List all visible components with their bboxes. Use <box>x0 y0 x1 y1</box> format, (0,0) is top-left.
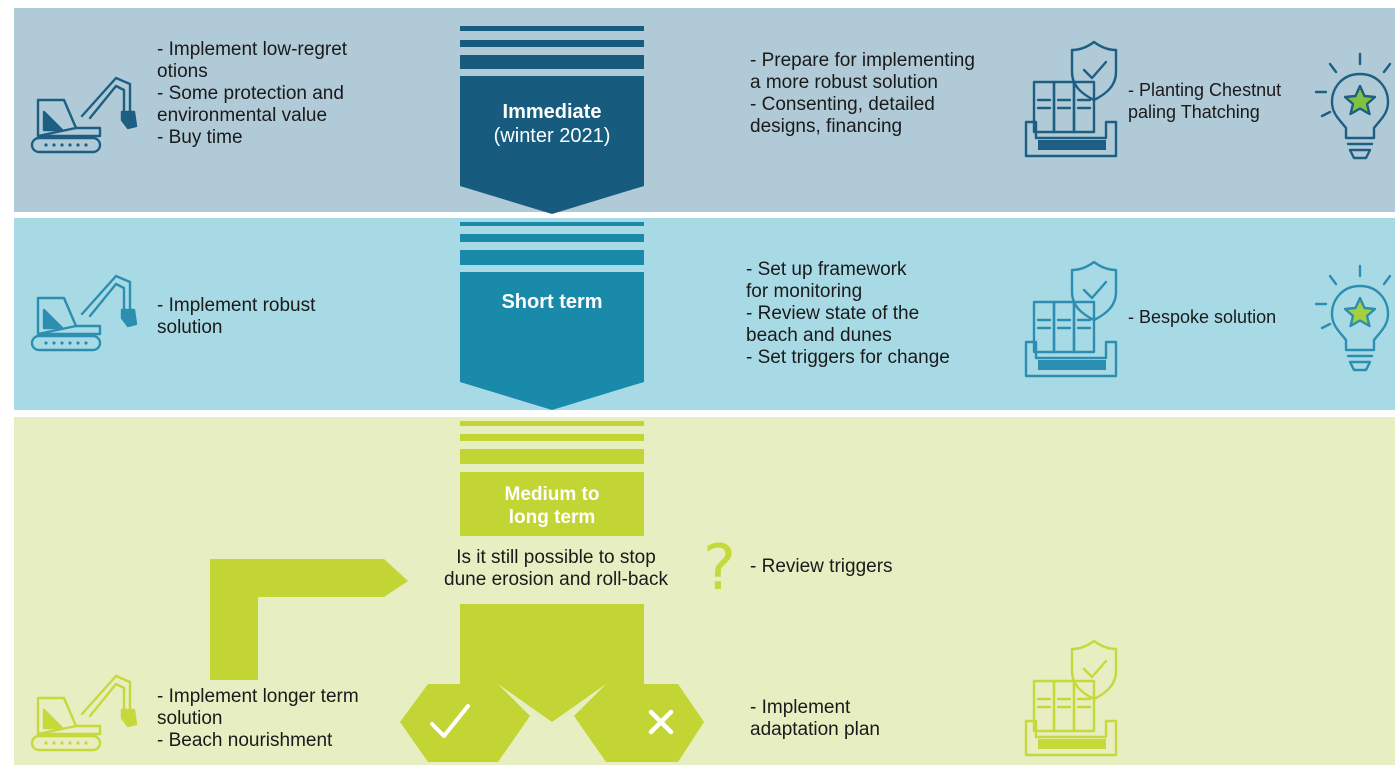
stage-title-short-term: Short term <box>460 290 644 314</box>
band-immediate <box>14 8 1395 212</box>
excavator-icon <box>30 274 138 352</box>
stage-title-immediate-label: Immediate <box>502 101 602 123</box>
stage-title-short-term-label: Short term <box>501 291 603 313</box>
stage-subtitle-immediate: (winter 2021) <box>493 125 611 147</box>
short-planning-text: - Set up framework for monitoring - Revi… <box>746 259 950 368</box>
shield-files-tray-icon <box>1024 40 1118 158</box>
yes-actions-text: - Implement longer term solution - Beach… <box>157 686 359 751</box>
lightbulb-star-icon <box>1314 52 1392 160</box>
decision-question: Is it still possible to stop dune erosio… <box>444 547 668 590</box>
branch-arrow-left <box>210 559 408 680</box>
short-ideas-text: - Bespoke solution <box>1128 307 1277 327</box>
lightbulb-star-icon <box>1314 264 1392 372</box>
shield-files-tray-icon <box>1024 260 1118 378</box>
stage-title-medium-long-term: Medium to long term <box>504 484 600 528</box>
band-short-term <box>14 218 1395 410</box>
excavator-icon <box>30 674 138 752</box>
question-mark: ? <box>703 531 736 604</box>
stage-title-immediate: Immediate (winter 2021) <box>460 100 644 148</box>
yes-hexagon <box>400 684 530 762</box>
excavator-icon <box>30 76 138 154</box>
short-actions-text: - Implement robust solution <box>157 295 316 338</box>
arrow-immediate <box>460 26 644 214</box>
immediate-ideas-text: - Planting Chestnut paling Thatching <box>1128 80 1282 122</box>
cross-icon <box>648 709 674 735</box>
arrow-medium-long-term <box>460 421 644 722</box>
review-triggers-text: - Review triggers <box>750 556 893 577</box>
immediate-planning-text: - Prepare for implementing a more robust… <box>750 50 975 137</box>
checkmark-icon <box>430 704 470 738</box>
no-actions-text: - Implement adaptation plan <box>750 697 880 740</box>
arrow-short-term <box>460 222 644 410</box>
immediate-actions-text: - Implement low-regret otions - Some pro… <box>157 39 348 148</box>
no-hexagon <box>574 684 704 762</box>
shield-files-tray-icon <box>1024 639 1118 757</box>
